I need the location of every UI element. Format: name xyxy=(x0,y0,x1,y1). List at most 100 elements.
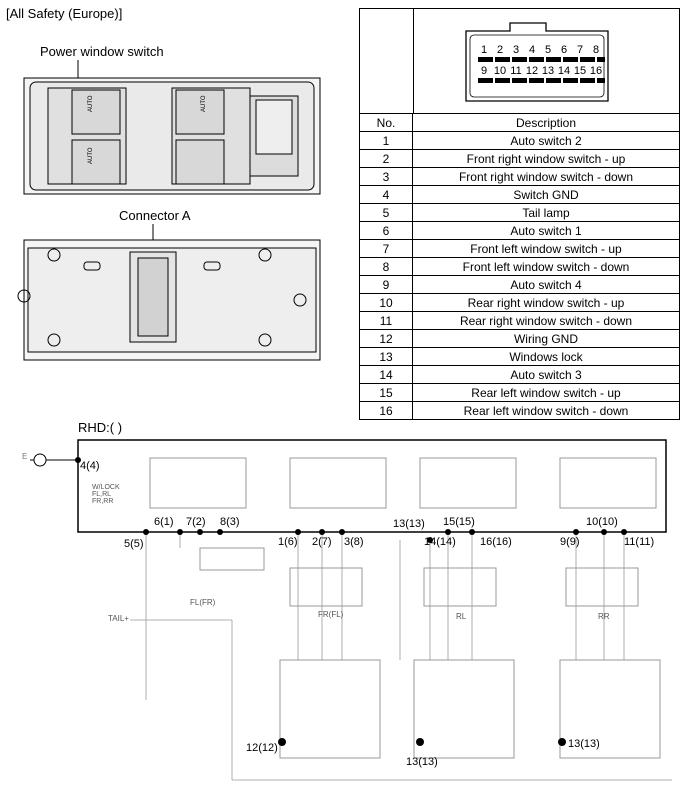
pin-number: 1 xyxy=(359,131,413,150)
pin-description: Auto switch 3 xyxy=(412,365,680,384)
pin-6-label: 6(1) xyxy=(154,516,174,528)
pin-description: Auto switch 4 xyxy=(412,275,680,294)
motor-rr-label: RR xyxy=(598,612,610,621)
svg-text:AUTO: AUTO xyxy=(201,95,207,112)
pin-description: Rear left window switch - down xyxy=(412,401,680,420)
pin-2-label: 2(7) xyxy=(312,536,332,548)
pin-label: 14 xyxy=(557,65,571,77)
pin-13-label: 13(13) xyxy=(393,518,425,530)
pin-11-label: 11(11) xyxy=(624,536,655,548)
connector-pins-bottom: 9 10 11 12 13 14 15 16 xyxy=(476,65,604,77)
pin-1-label: 1(6) xyxy=(278,536,298,548)
connector-pinout-box xyxy=(359,8,680,114)
pin-number: 8 xyxy=(359,257,413,276)
pin-number: 7 xyxy=(359,239,413,258)
pin-5-label: 5(5) xyxy=(124,538,144,550)
pin-15-label: 15(15) xyxy=(443,516,475,528)
pin-number: 10 xyxy=(359,293,413,312)
pin-number: 11 xyxy=(359,311,413,330)
pin-label: 11 xyxy=(510,65,522,77)
pin-description: Windows lock xyxy=(412,347,680,366)
pin-9-label: 9(9) xyxy=(560,536,580,548)
pin-number: 13 xyxy=(359,347,413,366)
motor-fl-label: FL(FR) xyxy=(190,598,216,607)
pin-14-label: 14(14) xyxy=(424,536,456,548)
pin-label: 7 xyxy=(576,44,584,56)
svg-text:AUTO: AUTO xyxy=(88,147,94,164)
pin-label: 8 xyxy=(592,44,600,56)
pin-12-label: 12(12) xyxy=(246,742,278,754)
pin-label: 4 xyxy=(528,44,536,56)
pin-4-label: 4(4) xyxy=(80,460,100,472)
pin-description: Front left window switch - down xyxy=(412,257,680,276)
tail-label: TAIL+ xyxy=(108,614,129,623)
motor-fr-label: FR(FL) xyxy=(318,610,344,619)
pin-description: Rear right window switch - up xyxy=(412,293,680,312)
pin-label: 2 xyxy=(496,44,504,56)
pin-10-label: 10(10) xyxy=(586,516,618,528)
pin-description: Rear right window switch - down xyxy=(412,311,680,330)
pin-number: 6 xyxy=(359,221,413,240)
connector-face xyxy=(465,22,609,102)
pin-description: Front left window switch - up xyxy=(412,239,680,258)
schematic-switch-body xyxy=(30,439,672,781)
pin-number: 2 xyxy=(359,149,413,168)
pin-number: 3 xyxy=(359,167,413,186)
header-description: Description xyxy=(412,113,680,132)
pin-label: 9 xyxy=(480,65,488,77)
pin-13-rl-label: 13(13) xyxy=(406,756,438,768)
pin-number: 14 xyxy=(359,365,413,384)
pin-description: Auto switch 1 xyxy=(412,221,680,240)
pin-label: 5 xyxy=(544,44,552,56)
pin-number: 5 xyxy=(359,203,413,222)
ground-label: E xyxy=(22,452,28,461)
pin-label: 6 xyxy=(560,44,568,56)
pin-3-label: 3(8) xyxy=(344,536,364,548)
connector-a-label: Connector A xyxy=(119,208,191,223)
w-lock-label: W/LOCK FL,RL FR,RR xyxy=(92,484,120,505)
pin-description: Front right window switch - down xyxy=(412,167,680,186)
svg-text:AUTO: AUTO xyxy=(88,95,94,112)
pin-label: 3 xyxy=(512,44,520,56)
pin-13-rr-label: 13(13) xyxy=(568,738,600,750)
pin-description: Auto switch 2 xyxy=(412,131,680,150)
pin-label: 16 xyxy=(589,65,603,77)
pin-description: Wiring GND xyxy=(412,329,680,348)
pin-number: 16 xyxy=(359,401,413,420)
motor-rl-label: RL xyxy=(456,612,467,621)
pin-label: 10 xyxy=(493,65,507,77)
pin-label: 12 xyxy=(525,65,539,77)
pin-number: 12 xyxy=(359,329,413,348)
pin-number: 9 xyxy=(359,275,413,294)
pin-description: Rear left window switch - up xyxy=(412,383,680,402)
rhd-label: RHD:( ) xyxy=(78,420,123,435)
power-window-switch-drawing: AUTO AUTO AUTO xyxy=(23,60,321,195)
page-heading: [All Safety (Europe)] xyxy=(6,6,123,21)
connector-a-drawing xyxy=(17,224,321,361)
pin-8-label: 8(3) xyxy=(220,516,240,528)
pin-label: 15 xyxy=(573,65,587,77)
pin-16-label: 16(16) xyxy=(480,536,512,548)
pin-description: Tail lamp xyxy=(412,203,680,222)
pin-description: Front right window switch - up xyxy=(412,149,680,168)
header-no: No. xyxy=(359,113,413,132)
pin-number: 15 xyxy=(359,383,413,402)
pin-description: Switch GND xyxy=(412,185,680,204)
pin-7-label: 7(2) xyxy=(186,516,206,528)
